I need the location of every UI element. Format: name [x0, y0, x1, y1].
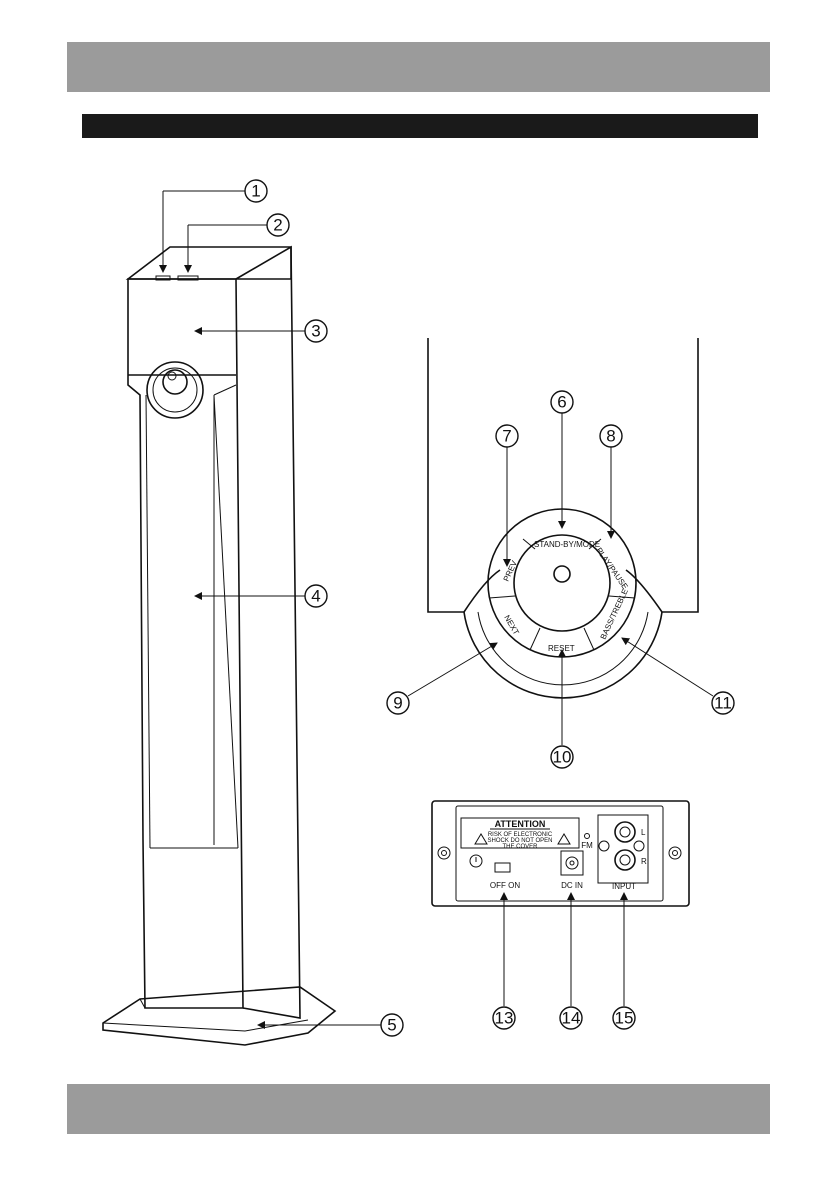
svg-text:NEXT: NEXT — [502, 614, 521, 637]
svg-text:BASS/TREBLE: BASS/TREBLE — [599, 587, 630, 640]
svg-text:PLAY/PAUSE: PLAY/PAUSE — [594, 546, 629, 591]
svg-text:3: 3 — [311, 322, 320, 341]
svg-text:ATTENTION: ATTENTION — [495, 819, 546, 829]
svg-text:PREV: PREV — [502, 559, 520, 583]
svg-text:FM: FM — [581, 841, 593, 850]
svg-text:15: 15 — [615, 1009, 634, 1028]
svg-text:RESET: RESET — [548, 644, 575, 653]
svg-text:11: 11 — [714, 694, 732, 713]
callout-3: 3 — [195, 320, 327, 342]
svg-text:10: 10 — [553, 748, 572, 767]
callout-2: 2 — [188, 214, 289, 272]
svg-text:L: L — [641, 828, 646, 837]
rear-panel: ATTENTION RISK OF ELECTRONIC SHOCK DO NO… — [432, 801, 689, 906]
svg-text:8: 8 — [606, 427, 615, 446]
callout-6: 6 — [551, 391, 573, 528]
callout-1: 1 — [163, 180, 267, 272]
callout-10: 10 — [551, 650, 573, 768]
svg-text:STAND-BY/MODE: STAND-BY/MODE — [534, 540, 600, 549]
callout-14: 14 — [560, 893, 582, 1029]
svg-text:6: 6 — [557, 393, 566, 412]
svg-text:1: 1 — [251, 182, 260, 201]
svg-text:THE COVER: THE COVER — [502, 844, 538, 850]
svg-text:14: 14 — [562, 1009, 581, 1028]
svg-text:9: 9 — [393, 694, 402, 713]
svg-text:13: 13 — [495, 1009, 514, 1028]
tower-speaker — [103, 247, 335, 1045]
svg-text:4: 4 — [311, 587, 320, 606]
callout-11: 11 — [622, 638, 734, 714]
callout-15: 15 — [613, 893, 635, 1029]
callout-4: 4 — [195, 585, 327, 607]
svg-text:7: 7 — [502, 427, 511, 446]
svg-text:DC IN: DC IN — [561, 881, 583, 890]
svg-text:2: 2 — [273, 216, 282, 235]
callout-5: 5 — [258, 1014, 403, 1036]
svg-text:R: R — [641, 857, 647, 866]
svg-text:OFF ON: OFF ON — [490, 881, 520, 890]
svg-text:INPUT: INPUT — [612, 882, 636, 891]
callout-13: 13 — [493, 893, 515, 1029]
svg-text:5: 5 — [387, 1016, 396, 1035]
